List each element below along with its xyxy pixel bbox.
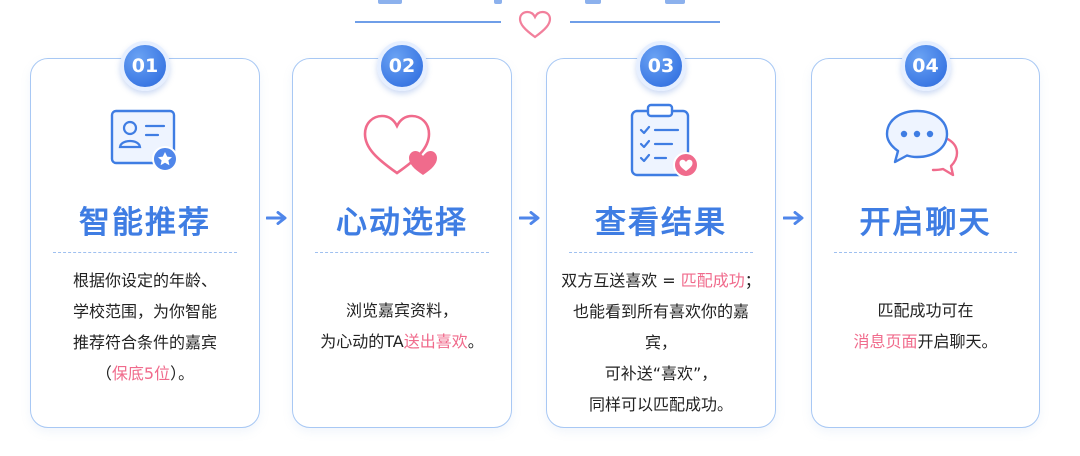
description-text: ）。 bbox=[170, 364, 195, 383]
top-decoration bbox=[665, 0, 685, 4]
profile-card-icon bbox=[110, 109, 178, 172]
chat-bubbles-icon bbox=[885, 109, 958, 177]
description-line: 双方互送喜欢 = 匹配成功； bbox=[561, 265, 761, 296]
description-line: 为心动的TA送出喜欢。 bbox=[307, 326, 497, 357]
arrow-right-icon bbox=[519, 211, 540, 225]
description-text: 为心动的TA bbox=[320, 332, 404, 351]
step-description: 匹配成功可在 消息页面开启聊天。 bbox=[826, 295, 1025, 357]
step-card-4: 04 开启聊天 匹配成功可在 消息页面开启聊天。 bbox=[811, 41, 1040, 428]
step-description: 根据你设定的年龄、 学校范围，为你智能 推荐符合条件的嘉宾 （保底5位）。 bbox=[45, 265, 245, 389]
step-title: 查看结果 bbox=[595, 205, 727, 241]
step-number-badge: 01 bbox=[120, 41, 170, 91]
checklist-clipboard-icon bbox=[630, 103, 699, 178]
description-line: 浏览嘉宾资料， bbox=[345, 301, 458, 320]
step-title: 智能推荐 bbox=[79, 205, 211, 241]
step-number-badge: 03 bbox=[636, 41, 686, 91]
description-text: 。 bbox=[467, 332, 484, 351]
description-line: 消息页面开启聊天。 bbox=[826, 326, 1025, 357]
step-card-3: 03 查看结果 双方互送喜欢 = 匹配成功； 也能看到所有喜欢你的嘉宾， 可补送… bbox=[546, 41, 776, 428]
step-number-badge: 04 bbox=[900, 41, 951, 91]
description-text: ； bbox=[744, 271, 761, 290]
highlight-text: 消息页面 bbox=[853, 332, 918, 351]
description-line: 推荐符合条件的嘉宾 bbox=[72, 333, 217, 352]
top-decoration bbox=[494, 0, 502, 4]
description-text: 开启聊天。 bbox=[917, 332, 998, 351]
description-line: 可补送“喜欢”， bbox=[604, 364, 718, 383]
step-card-1: 01 智能推荐 根据你设定的年龄、 学校范围，为你智能 推荐符合条件的嘉宾 （保… bbox=[30, 41, 260, 428]
step-title: 心动选择 bbox=[336, 205, 468, 241]
top-decoration bbox=[378, 0, 402, 4]
description-line: 学校范围，为你智能 bbox=[72, 302, 217, 321]
description-line: 匹配成功可在 bbox=[877, 301, 974, 320]
top-divider-line bbox=[355, 21, 501, 23]
highlight-text: 送出喜欢 bbox=[403, 332, 468, 351]
description-line: 也能看到所有喜欢你的嘉宾， bbox=[572, 302, 749, 352]
dashed-divider bbox=[315, 252, 489, 253]
top-divider-line bbox=[570, 21, 720, 23]
description-line: 根据你设定的年龄、 bbox=[72, 271, 217, 290]
step-number-badge: 02 bbox=[377, 41, 427, 91]
dashed-divider bbox=[569, 252, 753, 253]
dashed-divider bbox=[834, 252, 1017, 253]
step-description: 双方互送喜欢 = 匹配成功； 也能看到所有喜欢你的嘉宾， 可补送“喜欢”， 同样… bbox=[561, 265, 761, 420]
step-title: 开启聊天 bbox=[859, 205, 992, 241]
description-text: （ bbox=[95, 364, 112, 383]
heart-icon bbox=[363, 114, 437, 175]
arrow-right-icon bbox=[266, 211, 287, 225]
description-text: 双方互送喜欢 = bbox=[561, 271, 681, 290]
description-line: （保底5位）。 bbox=[45, 358, 245, 389]
description-line: 同样可以匹配成功。 bbox=[588, 395, 733, 414]
heart-icon bbox=[518, 10, 552, 39]
step-card-2: 02 心动选择 浏览嘉宾资料， 为心动的TA送出喜欢。 bbox=[292, 41, 512, 428]
highlight-text: 保底5位 bbox=[111, 364, 171, 383]
top-decoration bbox=[585, 0, 601, 4]
arrow-right-icon bbox=[783, 211, 804, 225]
step-description: 浏览嘉宾资料， 为心动的TA送出喜欢。 bbox=[307, 295, 497, 357]
highlight-text: 匹配成功 bbox=[680, 271, 745, 290]
dashed-divider bbox=[53, 252, 237, 253]
